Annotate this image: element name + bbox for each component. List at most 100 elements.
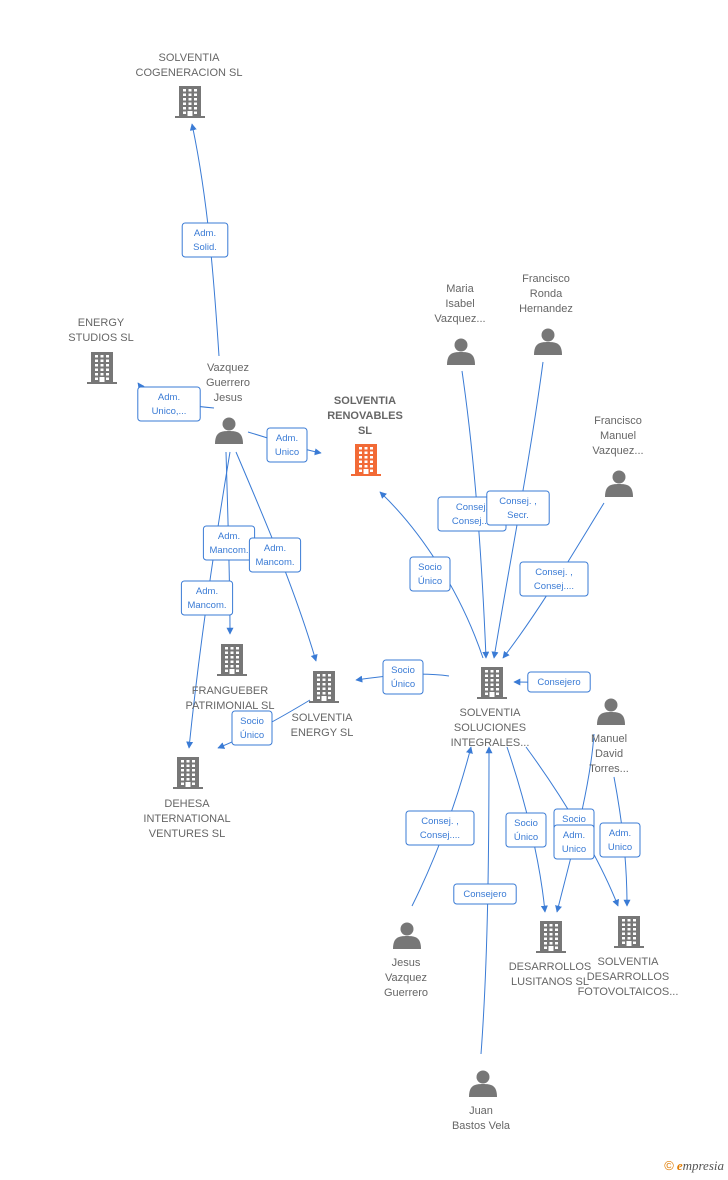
node-label: Hernandez — [519, 303, 573, 315]
edge-label-text: Consej. , — [499, 496, 537, 507]
node-label: SOLVENTIA — [334, 395, 396, 407]
node-label: FRANGUEBER — [192, 685, 268, 697]
node-label: Bastos Vela — [452, 1120, 511, 1132]
company-node-fotovoltaicos[interactable]: SOLVENTIADESARROLLOSFOTOVOLTAICOS... — [578, 916, 679, 998]
edge-label-box — [553, 824, 595, 860]
node-label: LUSITANOS SL — [511, 976, 589, 988]
edge-label-text: Adm. — [218, 531, 240, 542]
brand-e: e — [676, 1158, 683, 1173]
edge-label-text: Adm. — [563, 830, 585, 841]
company-node-renovables[interactable]: SOLVENTIA RENOVABLES SL — [327, 395, 403, 476]
edge-label-text: Mancom. — [255, 557, 294, 568]
node-label: SL — [358, 425, 372, 437]
edge-label-box — [181, 222, 229, 258]
node-label: ENERGY — [78, 317, 125, 329]
edge-label[interactable]: Consej. , Secr. — [486, 490, 550, 526]
node-label: Ronda — [530, 288, 563, 300]
edge-label[interactable]: Consejero — [527, 671, 591, 693]
building-icon — [217, 644, 247, 676]
edge-label[interactable]: Adm.Mancom. — [202, 525, 256, 561]
brand-name: mpresia — [682, 1158, 724, 1173]
node-label: RENOVABLES — [327, 410, 403, 422]
edge-label[interactable]: Adm.Unico — [553, 824, 595, 860]
edge-label[interactable]: Adm. Mancom. — [180, 580, 234, 616]
edge-label-text: Consej.... — [452, 516, 492, 527]
edge-label-text: Mancom. — [187, 600, 226, 611]
node-label: SOLVENTIA — [159, 52, 221, 64]
edge-label-text: Consej.... — [420, 830, 460, 841]
node-label: DESARROLLOS — [587, 971, 670, 983]
edge-label[interactable]: Adm.Unico,... — [137, 386, 201, 422]
node-label: David — [595, 748, 623, 760]
node-label: INTERNATIONAL — [143, 813, 230, 825]
edge-label-text: Adm. — [158, 392, 180, 403]
edge-label-box — [405, 810, 475, 846]
node-label: Vazquez... — [434, 313, 485, 325]
edge-label[interactable]: Consej. , Consej.... — [405, 810, 475, 846]
edge-label-text: Socio — [418, 562, 442, 573]
edge-label-box — [519, 561, 589, 597]
company-node-cogen[interactable]: SOLVENTIA COGENERACION SL — [136, 52, 243, 118]
person-icon — [605, 470, 633, 497]
node-label: Francisco — [522, 273, 570, 285]
person-node-manuel[interactable]: ManuelDavidTorres... — [589, 698, 629, 776]
edge-label-box — [599, 822, 641, 858]
edge-label-box — [486, 490, 550, 526]
edge-label-text: Socio — [562, 814, 586, 825]
edge-label[interactable]: Adm.Solid. — [181, 222, 229, 258]
company-node-soluciones[interactable]: SOLVENTIASOLUCIONESINTEGRALES... — [451, 667, 530, 749]
edge-label-text: Consejero — [463, 889, 506, 900]
node-label: COGENERACION SL — [136, 67, 243, 79]
edge-label-text: Secr. — [507, 510, 529, 521]
edge-label-text: Consej. — [456, 502, 488, 513]
node-label: Torres... — [589, 763, 629, 775]
edge-label-box — [266, 427, 308, 463]
company-node-frangueber[interactable]: FRANGUEBER PATRIMONIAL SL — [185, 644, 275, 712]
node-label: Francisco — [594, 415, 642, 427]
person-icon — [215, 417, 243, 444]
edge-label-box — [527, 671, 591, 693]
edge-label[interactable]: Consejero — [453, 883, 517, 905]
edge-label-text: Adm. — [609, 828, 631, 839]
node-label: Vazquez — [385, 972, 427, 984]
edge-label-text: Consejero — [537, 677, 580, 688]
edge-label-text: Adm. — [196, 586, 218, 597]
edge-label-text: Consej. , — [421, 816, 459, 827]
node-label: SOLVENTIA — [460, 707, 522, 719]
person-icon — [534, 328, 562, 355]
building-icon — [477, 667, 507, 699]
edge-label-box — [180, 580, 234, 616]
edge-label-box — [409, 556, 451, 592]
edge-label[interactable]: Consej. ,Consej.... — [519, 561, 589, 597]
edge-label[interactable]: Adm.Unico — [266, 427, 308, 463]
node-label: ENERGY SL — [291, 727, 354, 739]
edge-label[interactable]: Adm.Mancom. — [248, 537, 302, 573]
node-label: PATRIMONIAL SL — [185, 700, 274, 712]
edge-label-text: Unico — [608, 842, 632, 853]
edge-label[interactable]: Adm. Unico — [599, 822, 641, 858]
building-icon — [614, 916, 644, 948]
edge-label-box — [248, 537, 302, 573]
person-node-fmanuel[interactable]: FranciscoManuelVazquez... — [592, 415, 644, 497]
node-label: FOTOVOLTAICOS... — [578, 986, 679, 998]
building-icon — [351, 444, 381, 476]
person-node-maria[interactable]: MariaIsabelVazquez... — [434, 283, 486, 365]
edge-labels-layer: Adm.Solid.Adm.Unico,...Adm.UnicoAdm.Manc… — [137, 222, 641, 905]
edge-label-text: Solid. — [193, 242, 217, 253]
empresia-logo: ©empresia — [664, 1158, 724, 1174]
building-icon — [173, 757, 203, 789]
node-label: VENTURES SL — [149, 828, 225, 840]
